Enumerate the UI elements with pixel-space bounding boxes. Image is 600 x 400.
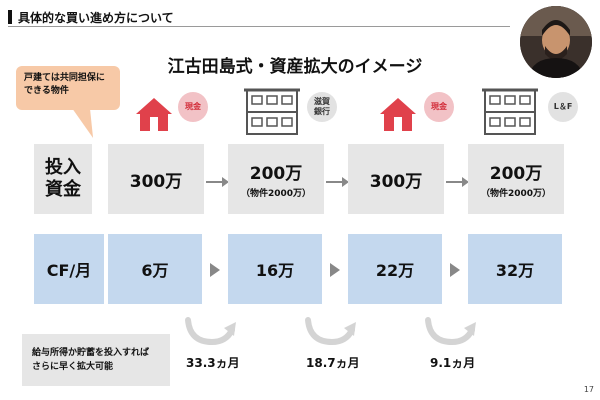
triangle-right-icon [330, 263, 340, 277]
curved-arrow-icon [185, 317, 236, 346]
triangle-right-icon [450, 263, 460, 277]
investment-cell-1: 300万 [108, 144, 204, 214]
house-icon [380, 98, 416, 131]
investment-label: 投入 資金 [34, 144, 92, 214]
apartment-icon [244, 88, 300, 135]
arrow-line [446, 181, 464, 183]
house-icon [136, 98, 172, 131]
cashflow-cell-2: 16万 [228, 234, 322, 304]
investment-amount: 200万 [249, 164, 303, 184]
badge-shiga-bank: 滋賀 銀行 [307, 92, 337, 122]
apartment-icon [482, 88, 538, 135]
slide-header: 具体的な買い進め方について [8, 8, 510, 27]
cashflow-label: CF/月 [34, 234, 104, 304]
cashflow-cell-4: 32万 [468, 234, 562, 304]
investment-cell-3: 300万 [348, 144, 444, 214]
main-title: 江古田島式・資産拡大のイメージ [167, 57, 423, 77]
callout-note: 戸建ては共同担保に できる物件 [16, 66, 120, 110]
badge-cash-2: 現金 [424, 92, 454, 122]
investment-cell-2: 200万 （物件2000万） [228, 144, 324, 214]
note-line-2: さらに早く拡大可能 [32, 362, 114, 372]
badge-bank-line-2: 銀行 [314, 107, 330, 116]
cashflow-cell-1: 6万 [108, 234, 202, 304]
arrow-right-icon [342, 177, 349, 187]
period-2: 18.7ヵ月 [306, 356, 360, 370]
person-photo-icon [520, 6, 592, 78]
investment-label-line-1: 投入 [45, 157, 81, 178]
arrow-line [326, 181, 344, 183]
presenter-avatar [520, 6, 592, 78]
callout-line-2: できる物件 [24, 86, 69, 96]
investment-note: （物件2000万） [480, 189, 552, 199]
cashflow-cell-3: 22万 [348, 234, 442, 304]
investment-cell-4: 200万 （物件2000万） [468, 144, 564, 214]
callout-line-1: 戸建ては共同担保に [24, 73, 105, 83]
period-3: 9.1ヵ月 [430, 356, 476, 370]
arrow-right-icon [222, 177, 229, 187]
investment-note: （物件2000万） [240, 189, 312, 199]
investment-amount: 200万 [489, 164, 543, 184]
curved-arrow-icon [305, 317, 356, 346]
curved-arrow-icon [425, 317, 476, 346]
note-box: 給与所得か貯蓄を投入すれば さらに早く拡大可能 [22, 334, 170, 386]
badge-bank-line-1: 滋賀 [314, 97, 330, 106]
investment-label-line-2: 資金 [45, 179, 81, 200]
investment-amount: 300万 [369, 171, 423, 192]
callout-tail [71, 108, 103, 138]
header-title: 具体的な買い進め方について [18, 11, 174, 25]
badge-cash-1: 現金 [178, 92, 208, 122]
page-number: 17 [583, 385, 594, 394]
badge-lf: L＆F [548, 92, 578, 122]
arrow-right-icon [462, 177, 469, 187]
header-accent-bar [8, 10, 12, 24]
triangle-right-icon [210, 263, 220, 277]
arrow-line [206, 181, 224, 183]
period-1: 33.3ヵ月 [186, 356, 240, 370]
investment-amount: 300万 [129, 171, 183, 192]
note-line-1: 給与所得か貯蓄を投入すれば [32, 348, 150, 358]
